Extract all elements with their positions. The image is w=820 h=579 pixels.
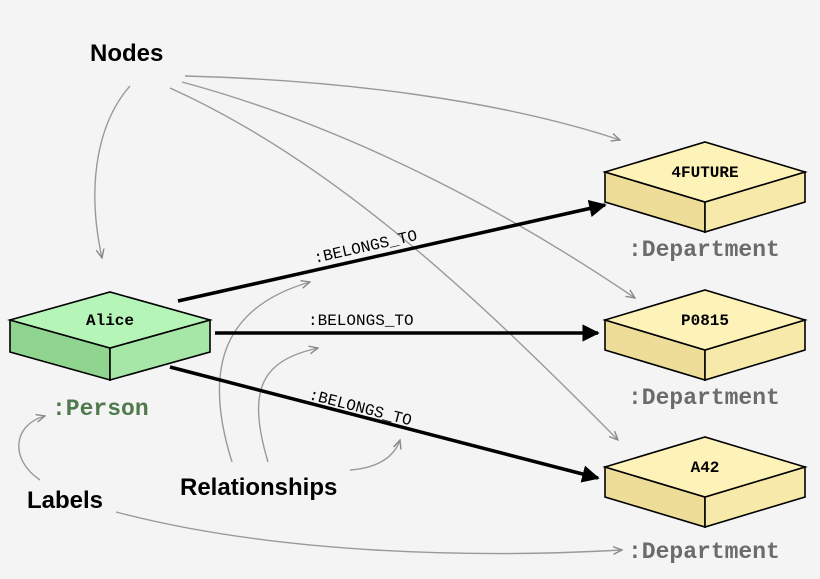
node-name-p0815: P0815 xyxy=(681,312,729,330)
node-top xyxy=(602,141,808,203)
relationships-pointer-2 xyxy=(257,348,318,463)
labels-pointer-department xyxy=(115,511,622,554)
annotation-relationships: Relationships xyxy=(180,474,337,501)
relationship-label-2: :BELONGS_TO xyxy=(308,312,414,330)
relationships-pointer-1 xyxy=(218,282,310,463)
node-top xyxy=(7,291,213,349)
annotation-labels: Labels xyxy=(27,487,103,514)
department-label-1: :Department xyxy=(628,237,780,263)
department-node-p0815[interactable]: P0815 xyxy=(602,289,808,382)
department-label-2: :Department xyxy=(628,385,780,411)
person-node-alice[interactable]: Alice xyxy=(7,291,213,382)
node-name-alice: Alice xyxy=(86,312,134,330)
nodes-pointers xyxy=(94,75,635,440)
nodes-pointer-a42 xyxy=(169,87,618,440)
relationships-pointer-3 xyxy=(349,440,400,471)
node-top xyxy=(602,289,808,351)
relationships-pointers xyxy=(218,282,400,471)
labels-pointer-person xyxy=(18,416,45,481)
department-node-a42[interactable]: A42 xyxy=(602,436,808,529)
nodes-pointer-p0815 xyxy=(181,81,635,298)
relationship-edges xyxy=(169,199,607,483)
edge-alice-4future xyxy=(177,199,607,303)
department-label-3: :Department xyxy=(628,539,780,565)
edge-alice-a42 xyxy=(169,365,600,483)
node-name-4future: 4FUTURE xyxy=(671,164,738,182)
node-name-a42: A42 xyxy=(691,459,720,477)
annotation-nodes: Nodes xyxy=(90,40,163,67)
labels-pointers xyxy=(18,416,622,554)
relationship-label-1: :BELONGS_TO xyxy=(312,227,419,268)
department-node-4future[interactable]: 4FUTURE xyxy=(602,141,808,234)
person-label: :Person xyxy=(52,396,149,422)
nodes-pointer-4future xyxy=(184,75,620,140)
node-top xyxy=(602,436,808,498)
nodes-pointer-alice xyxy=(94,85,131,258)
